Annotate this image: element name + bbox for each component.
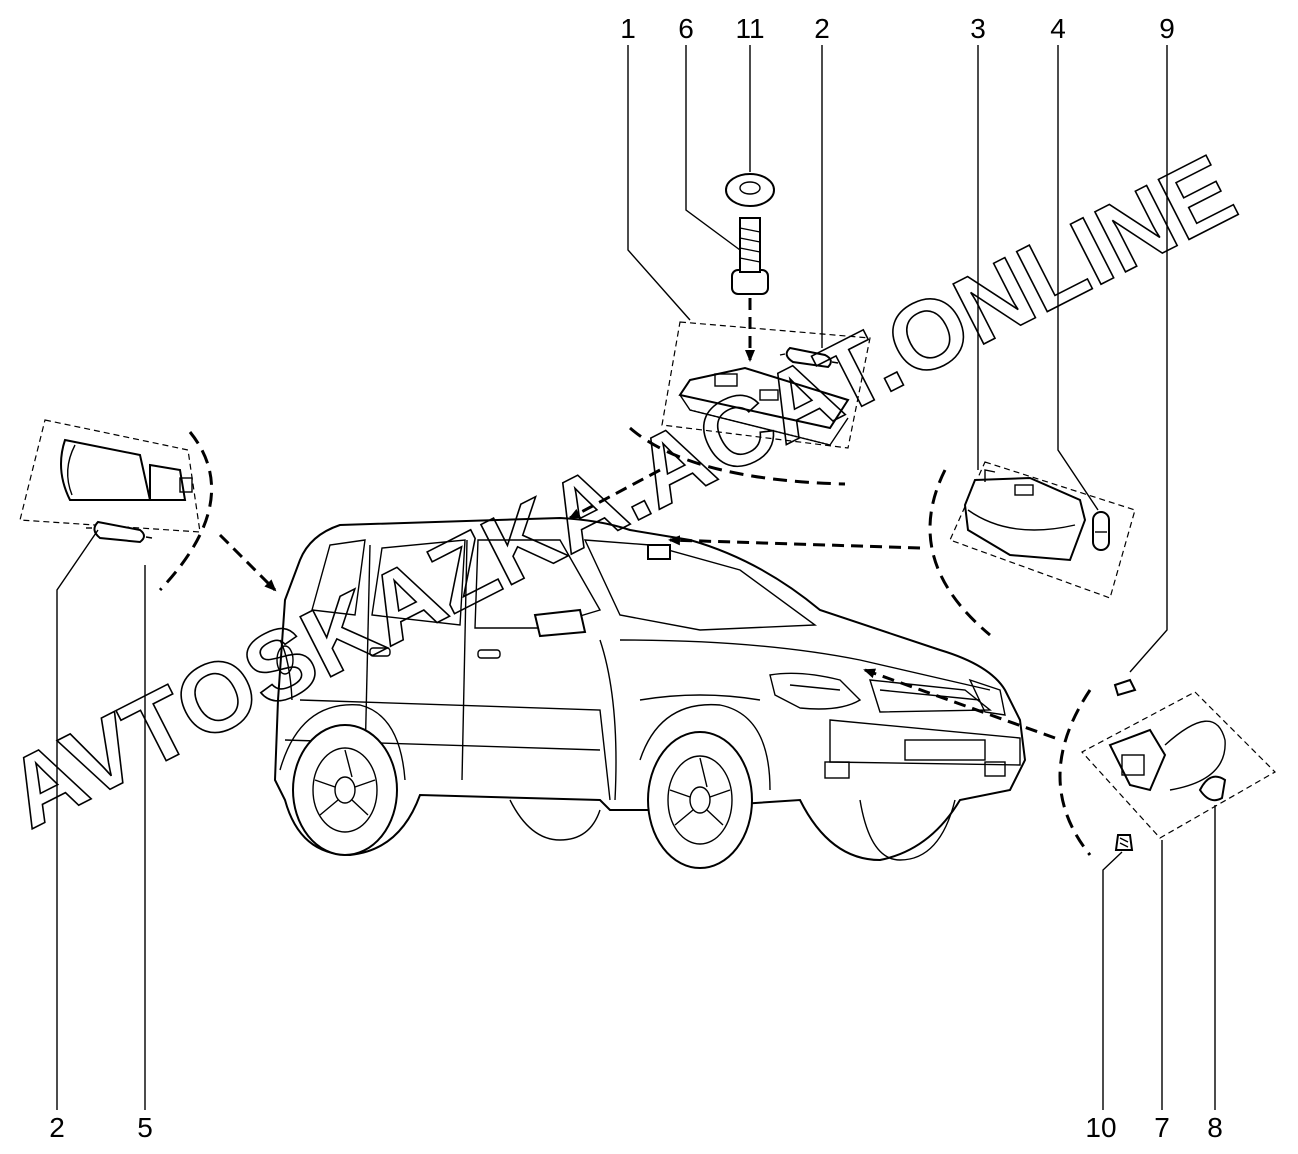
callout-11: 11 xyxy=(735,13,764,44)
vehicle-outline xyxy=(273,516,1027,869)
arc-dome xyxy=(629,426,846,486)
arc-map xyxy=(928,469,991,637)
screw-6 xyxy=(731,217,769,295)
leader-lines xyxy=(56,45,1216,1110)
callout-5: 5 xyxy=(137,1112,153,1143)
arc-glovebox xyxy=(1058,689,1092,856)
arrow-dome-to-car xyxy=(568,468,661,520)
arrow-map-to-car xyxy=(668,535,921,550)
wedge-bulb-8 xyxy=(1198,775,1227,802)
map-lamp-group xyxy=(949,461,1136,599)
callout-2-top: 2 xyxy=(814,13,830,44)
callout-1: 1 xyxy=(620,13,636,44)
callout-3: 3 xyxy=(970,13,986,44)
arrow-cargo-to-car xyxy=(218,533,277,592)
rear-wheel xyxy=(292,724,398,856)
screw-10 xyxy=(1114,834,1134,851)
glovebox-lamp-group xyxy=(1081,678,1276,851)
callout-4: 4 xyxy=(1050,13,1066,44)
arc-cargo xyxy=(158,431,213,592)
festoon-bulb-top xyxy=(779,346,839,369)
capsule-bulb xyxy=(1092,511,1110,551)
cargo-lamp-group xyxy=(19,419,201,544)
washer-11 xyxy=(725,173,775,207)
festoon-bulb-left xyxy=(86,520,153,544)
dome-lamp-group xyxy=(661,173,871,449)
clip-9 xyxy=(1113,678,1137,697)
front-wheel xyxy=(647,731,753,869)
callout-6: 6 xyxy=(678,13,694,44)
callout-9: 9 xyxy=(1159,13,1175,44)
arrow-glovebox-to-car xyxy=(863,668,1056,740)
callout-10: 10 xyxy=(1085,1112,1116,1143)
callout-7: 7 xyxy=(1154,1112,1170,1143)
callout-8: 8 xyxy=(1207,1112,1223,1143)
callout-2-bottom: 2 xyxy=(49,1112,65,1143)
